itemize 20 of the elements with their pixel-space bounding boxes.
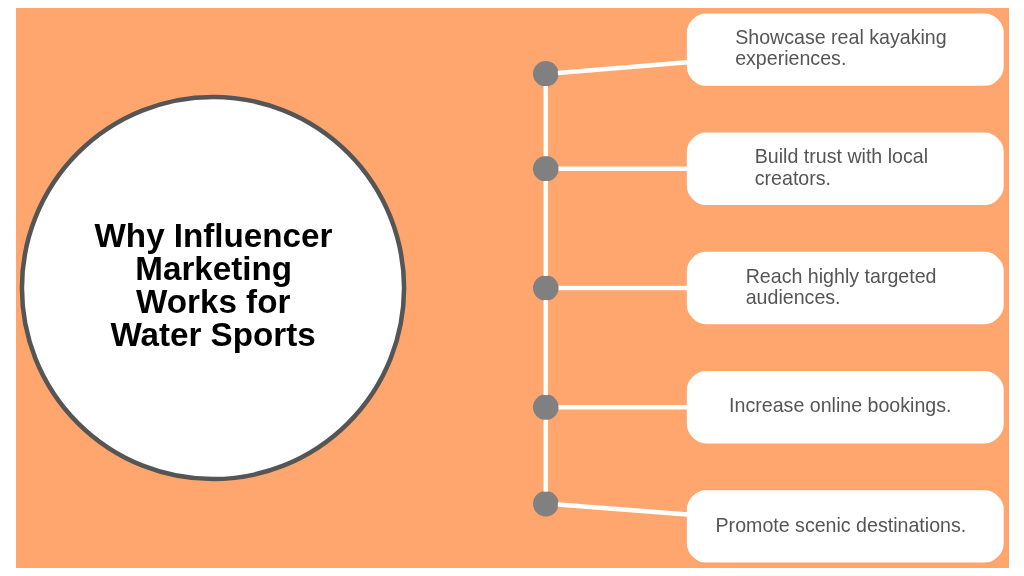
connector: [543, 419, 548, 492]
node-box: Reach highly targeted audiences.: [686, 251, 1004, 325]
node-circle: [532, 275, 559, 301]
node-circle: [532, 60, 559, 87]
connector: [558, 166, 687, 172]
node-circle: Why Influencer Marketing Works for Water Sports: [19, 94, 406, 482]
node-circle: [532, 155, 559, 182]
node-box: Build trust with local creators.: [686, 132, 1004, 205]
connector: [543, 180, 548, 276]
node-box: Showcase real kayaking experiences.: [686, 13, 1004, 86]
connector: [558, 285, 687, 291]
connector: [557, 60, 688, 76]
connector: [558, 404, 687, 410]
connector: [543, 300, 548, 396]
node-box: Increase online bookings.: [686, 371, 1004, 444]
node-circle: [532, 490, 559, 517]
node-circle: [532, 394, 559, 421]
connector: [543, 86, 548, 157]
connector: [557, 502, 688, 517]
node-box: Promote scenic destinations.: [686, 490, 1004, 563]
